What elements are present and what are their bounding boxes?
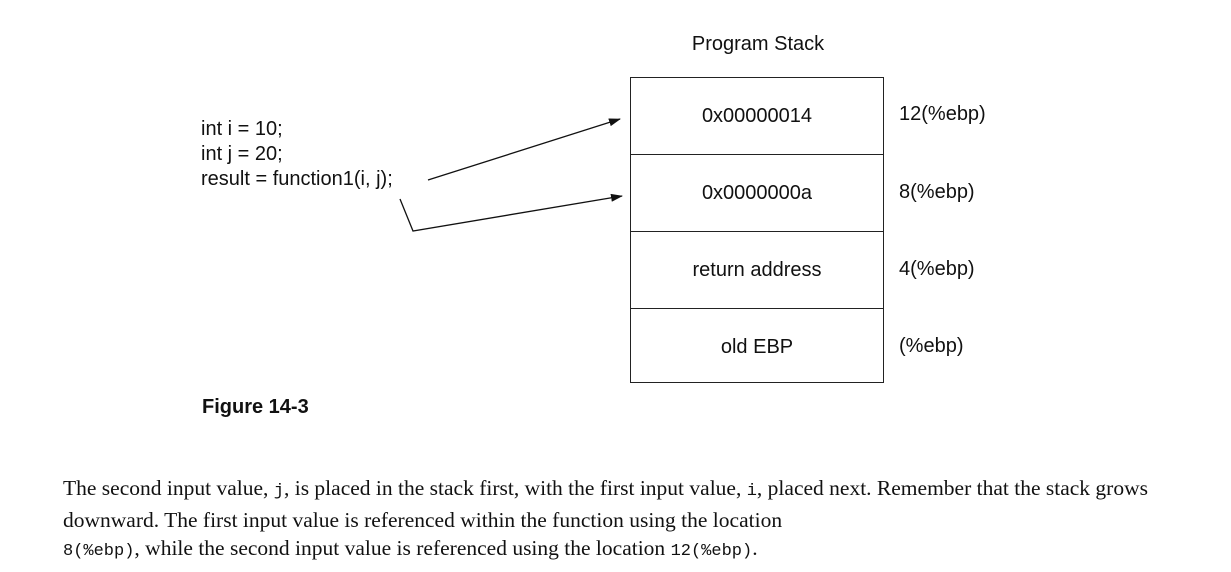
code-line: int j = 20;: [201, 143, 283, 165]
arrow-j-to-stack: [427, 118, 621, 181]
paragraph-text: , while the second input value is refere…: [134, 536, 671, 560]
stack-offset-12: 12(%ebp): [899, 103, 986, 125]
stack-offset-8: 8(%ebp): [899, 181, 975, 203]
paragraph-text: The second input value,: [63, 476, 274, 500]
paragraph-text: , placed next. Remember that the stack g…: [63, 476, 1148, 532]
inline-code: 12(%ebp): [670, 542, 753, 561]
stack-cell-j-value: 0x00000014: [631, 78, 883, 155]
figure-caption: Figure 14-3: [202, 396, 309, 418]
inline-code: j: [273, 482, 284, 501]
stack-cell-i-value: 0x0000000a: [631, 155, 883, 232]
code-line: result = function1(i, j);: [201, 168, 393, 190]
stack-cell-return-address: return address: [631, 232, 883, 309]
paragraph-text: , is placed in the stack first, with the…: [283, 476, 747, 500]
arrow-i-to-stack: [399, 193, 623, 232]
stack-offset-4: 4(%ebp): [899, 258, 975, 280]
stack-cell-old-ebp: old EBP: [720, 335, 794, 358]
code-line: int i = 10;: [201, 118, 283, 140]
arrows: [399, 118, 623, 232]
body-paragraph: The second input value, j, is placed in …: [63, 474, 1183, 566]
program-stack: 0x00000014 0x0000000a return address old…: [630, 77, 884, 383]
stack-diagram: Program Stack 0x00000014 0x0000000a retu…: [201, 33, 986, 383]
paragraph-text: .: [752, 536, 758, 560]
stack-offset-0: (%ebp): [899, 335, 964, 357]
inline-code: 8(%ebp): [63, 542, 135, 561]
code-snippet: int i = 10; int j = 20; result = functio…: [201, 117, 393, 192]
stack-title: Program Stack: [691, 33, 825, 55]
inline-code: i: [746, 482, 757, 501]
